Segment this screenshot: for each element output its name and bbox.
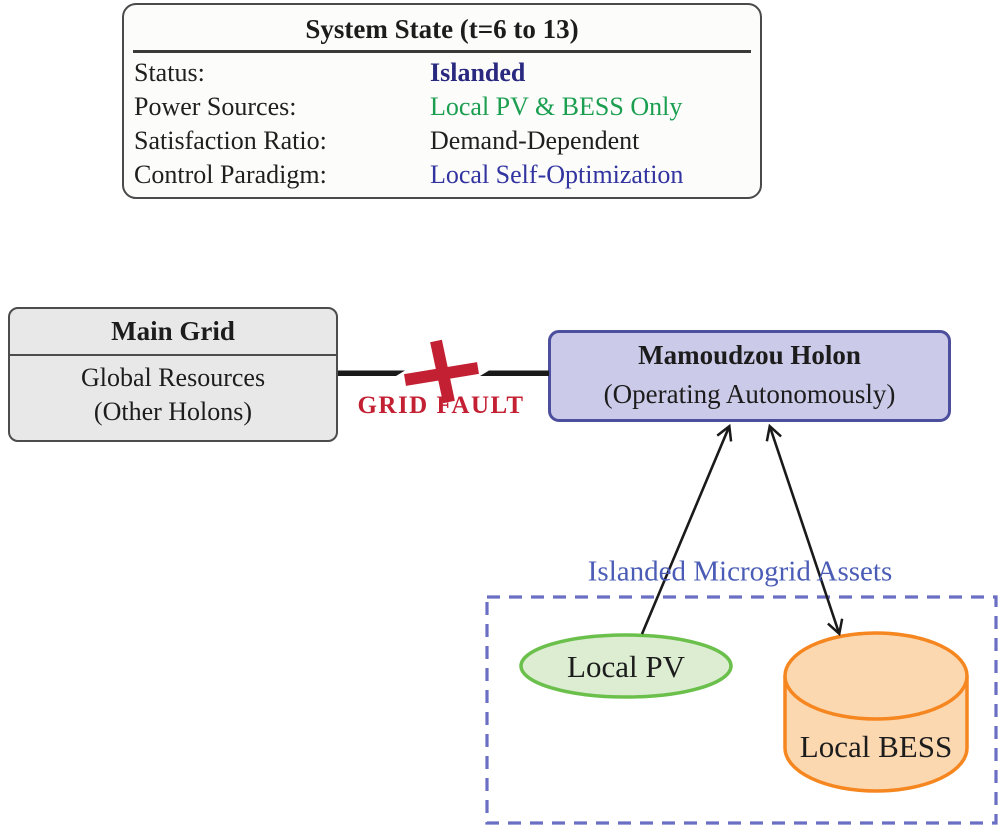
status-value: Islanded: [430, 58, 526, 87]
grid-fault-label: GRID FAULT: [357, 392, 525, 419]
system-state-title: System State (t=6 to 13): [305, 14, 579, 44]
grid-line-right-segment: [480, 370, 549, 376]
control-paradigm-label: Control Paradigm:: [134, 160, 327, 189]
local-pv-shape: [519, 633, 733, 699]
status-label: Status:: [134, 58, 205, 87]
main-grid-divider: [10, 354, 336, 356]
power-sources-value: Local PV & BESS Only: [430, 92, 683, 121]
main-grid-node: Main Grid Global Resources (Other Holons…: [8, 307, 338, 442]
mamoudzou-holon-node: Mamoudzou Holon (Operating Autonomously): [548, 330, 951, 422]
pv-to-holon-arrow: [640, 423, 733, 635]
holon-subtitle: (Operating Autonomously): [603, 379, 896, 409]
main-grid-body-line1: Global Resources: [80, 363, 266, 392]
control-paradigm-row: Control Paradigm: Local Self-Optimizatio…: [134, 158, 760, 192]
fault-cross-icon: [404, 339, 479, 404]
system-state-rows: Status: Islanded Power Sources: Local PV…: [124, 53, 760, 192]
power-sources-label: Power Sources:: [134, 92, 297, 121]
system-state-panel: System State (t=6 to 13) Status: Islande…: [122, 3, 762, 199]
satisfaction-ratio-label: Satisfaction Ratio:: [134, 126, 327, 155]
local-bess-label: Local BESS: [799, 729, 953, 764]
main-grid-body: Global Resources (Other Holons): [10, 356, 336, 429]
holon-bess-arrow: [765, 423, 844, 637]
holon-title: Mamoudzou Holon: [638, 340, 861, 370]
control-paradigm-value: Local Self-Optimization: [430, 160, 684, 189]
local-pv-label: Local PV: [567, 649, 685, 684]
assets-dashed-box: [485, 595, 998, 825]
power-sources-row: Power Sources: Local PV & BESS Only: [134, 90, 760, 124]
title-divider: [133, 50, 751, 53]
grid-line-left-segment: [338, 370, 405, 376]
main-grid-title: Main Grid: [111, 316, 235, 346]
satisfaction-ratio-row: Satisfaction Ratio: Demand-Dependent: [134, 124, 760, 158]
main-grid-body-line2: (Other Holons): [93, 397, 253, 426]
status-row: Status: Islanded: [134, 56, 760, 90]
local-bess-shape: [783, 631, 969, 793]
satisfaction-ratio-value: Demand-Dependent: [430, 126, 640, 155]
assets-group-label: Islanded Microgrid Assets: [587, 555, 893, 588]
